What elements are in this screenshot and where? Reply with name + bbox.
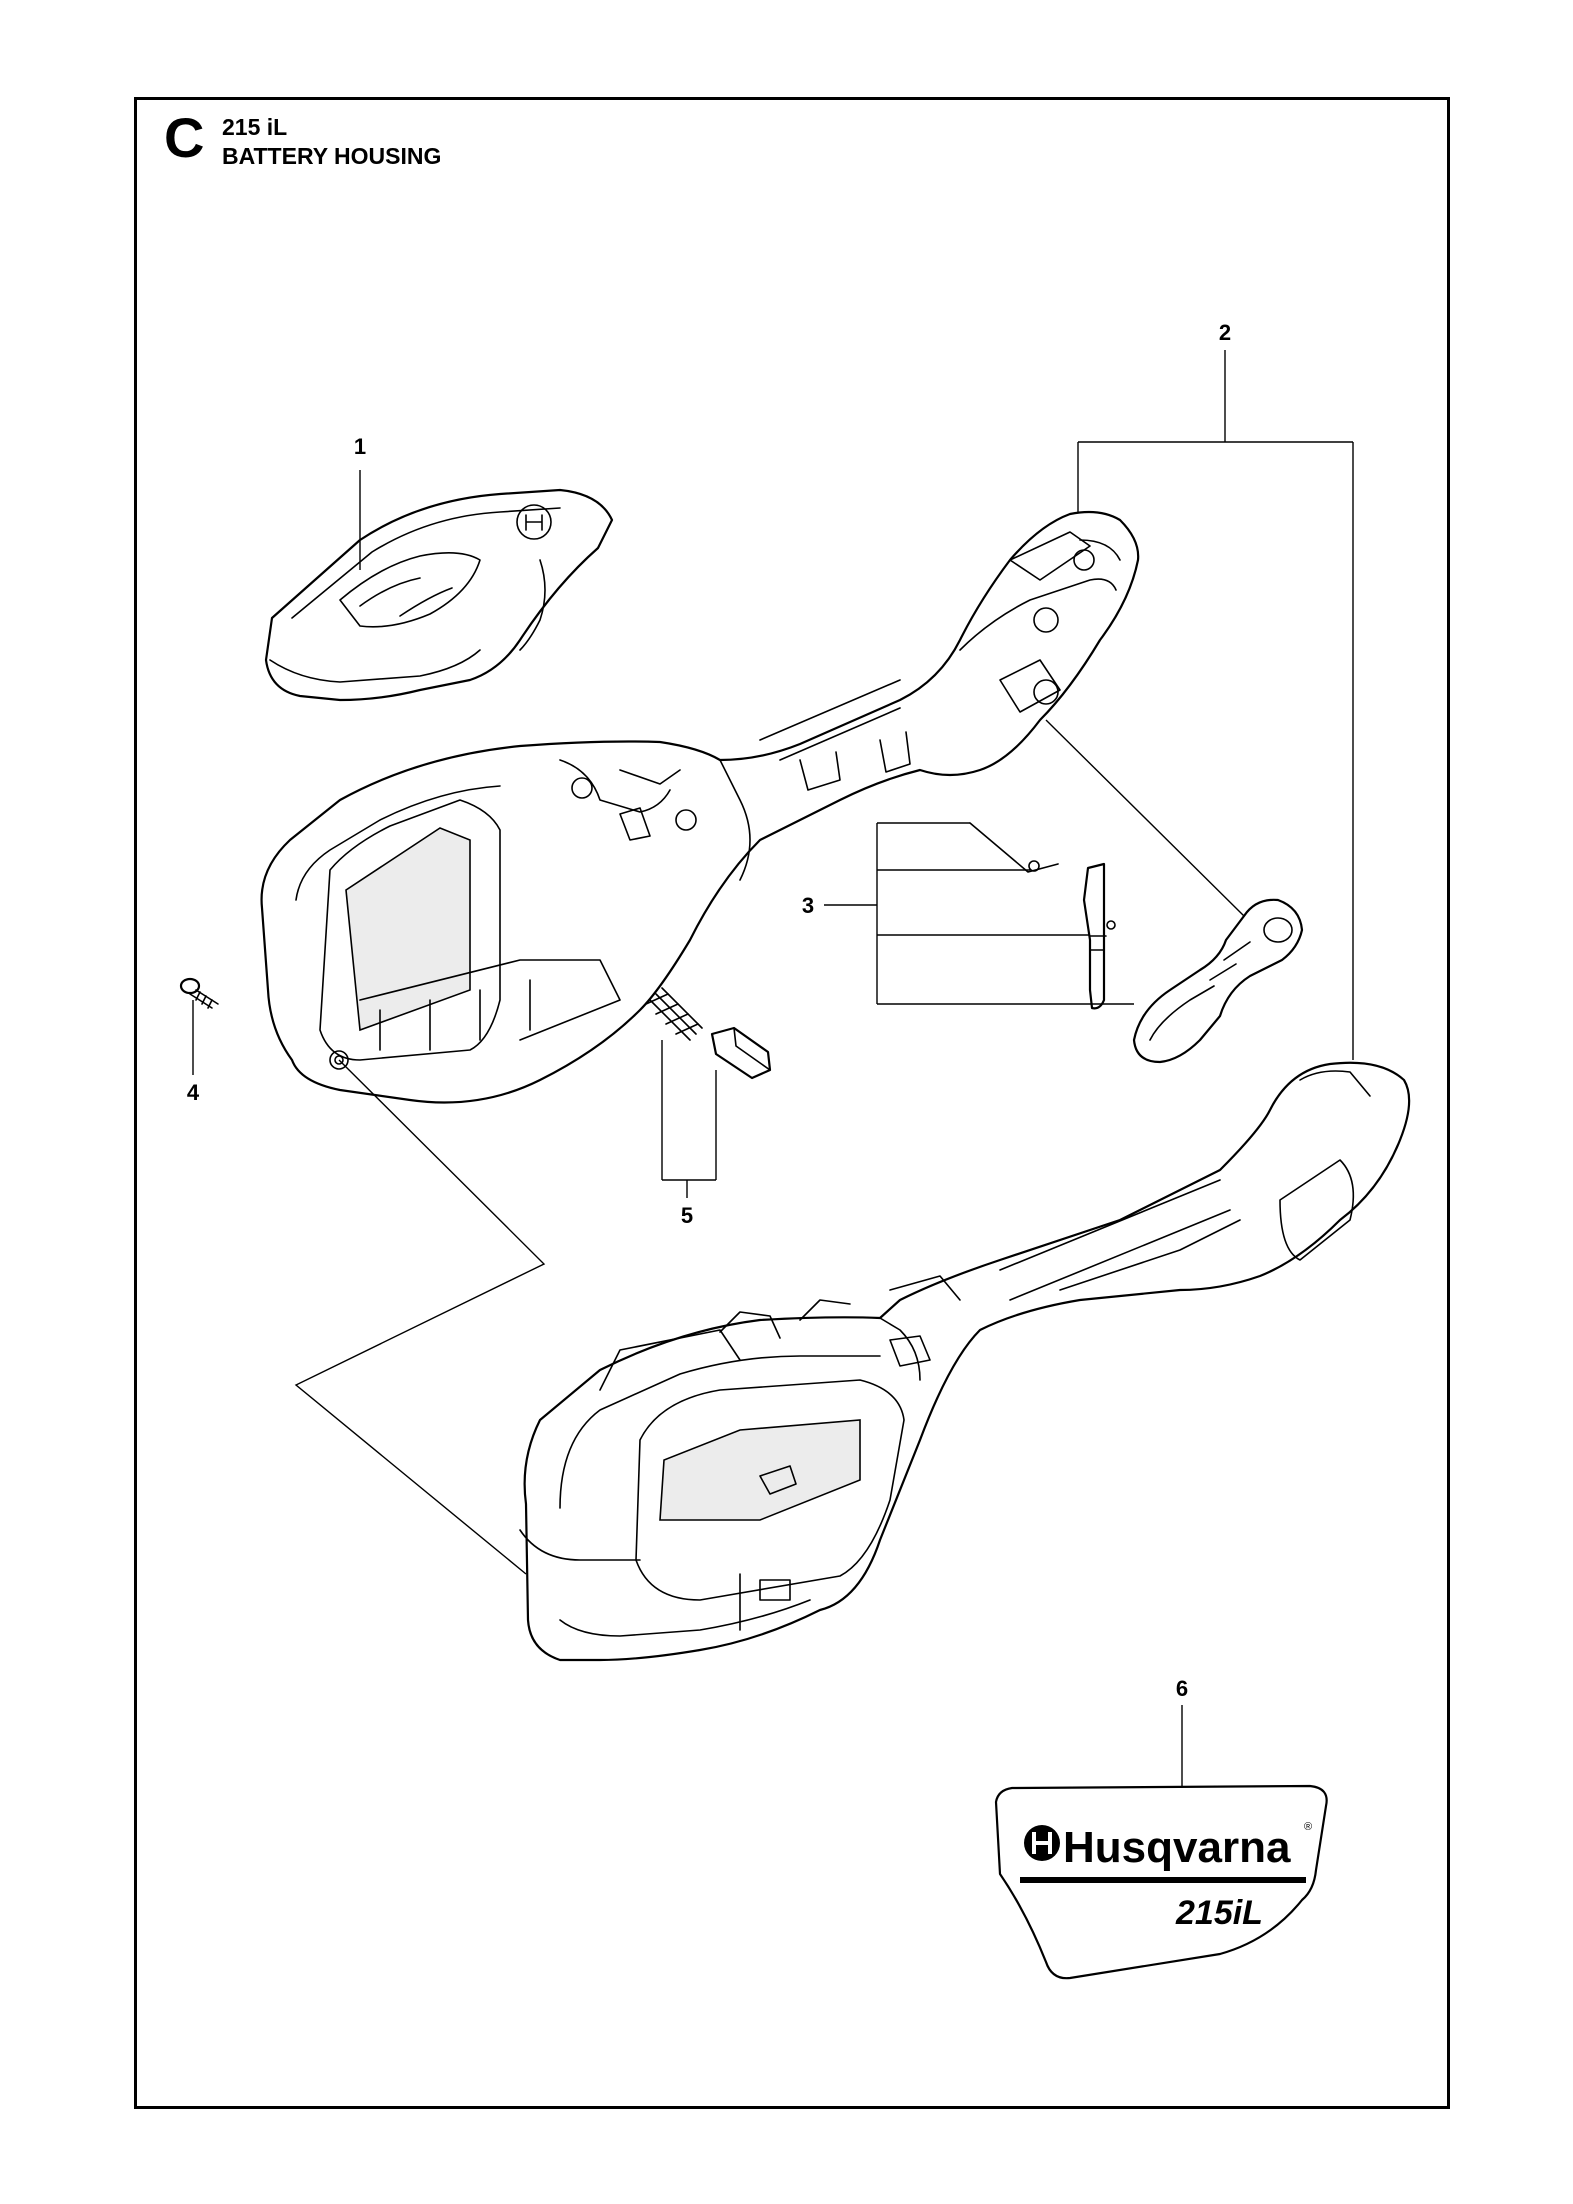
decal-brand: Husqvarna xyxy=(1063,1823,1291,1872)
callout-2: 2 xyxy=(1219,320,1231,345)
decal-registered-mark: ® xyxy=(1304,1821,1312,1833)
leader-lines xyxy=(192,350,1354,1786)
callout-5: 5 xyxy=(681,1203,693,1228)
callout-3: 3 xyxy=(802,893,814,918)
part-2-housing-half xyxy=(260,510,1140,1104)
section-letter: C xyxy=(164,106,205,169)
section-title: BATTERY HOUSING xyxy=(222,143,442,169)
callout-4: 4 xyxy=(187,1080,200,1105)
part-5-spring-contact xyxy=(645,987,772,1080)
part-4-screw xyxy=(179,977,219,1009)
part-3-trigger-kit xyxy=(969,822,1304,1064)
decal-model: 215iL xyxy=(1175,1894,1263,1932)
callout-6: 6 xyxy=(1176,1676,1188,1701)
page-frame xyxy=(134,97,1450,2109)
model-title: 215 iL xyxy=(222,114,288,140)
part-1-battery-cover xyxy=(264,488,614,702)
husqvarna-logo-icon xyxy=(1024,1825,1060,1861)
part-6-housing-half xyxy=(519,1061,1411,1662)
callout-labels: 1 2 3 4 5 6 xyxy=(187,320,1231,1701)
part-6-decal: Husqvarna ® 215iL xyxy=(994,1784,1328,1980)
callout-1: 1 xyxy=(354,434,366,459)
